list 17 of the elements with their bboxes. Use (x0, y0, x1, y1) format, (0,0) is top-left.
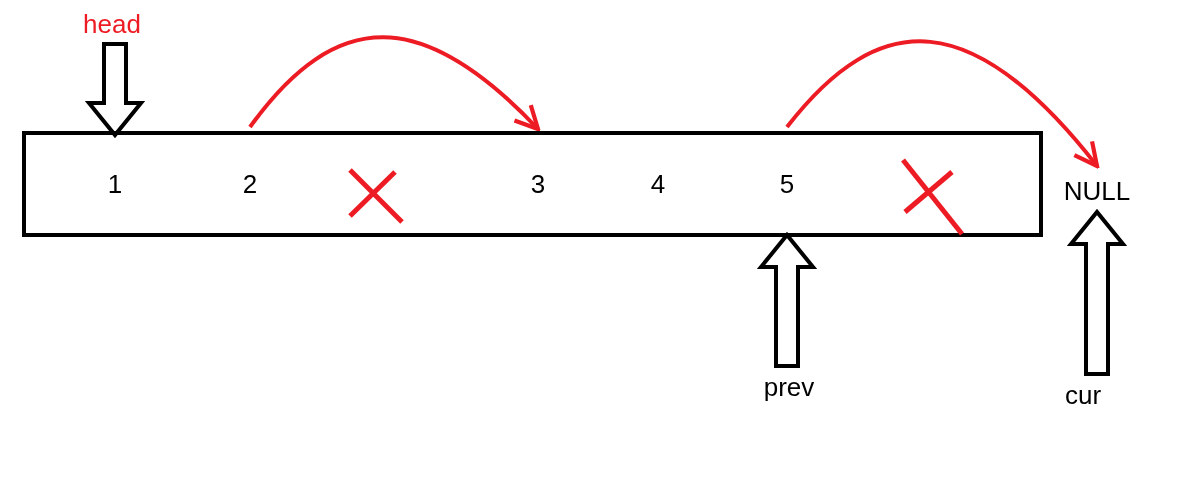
cross-out-icon (903, 160, 963, 234)
hollow-arrow (84, 42, 146, 139)
pointer-label: cur (1055, 376, 1111, 414)
hollow-arrow (756, 231, 818, 368)
curved-arrow (785, 39, 1100, 169)
pointer-label: head (72, 6, 152, 42)
list-box (22, 131, 1043, 237)
cross-out-icon (350, 170, 402, 222)
pointer-label: NULL (1056, 172, 1138, 210)
node-value: 4 (638, 135, 678, 233)
curved-arrow (248, 35, 541, 132)
node-value: 3 (518, 135, 558, 233)
hollow-arrow (1066, 208, 1128, 376)
pointer-label: prev (754, 368, 824, 406)
node-value: 1 (95, 135, 135, 233)
node-value: 5 (767, 135, 807, 233)
node-value: 2 (230, 135, 270, 233)
